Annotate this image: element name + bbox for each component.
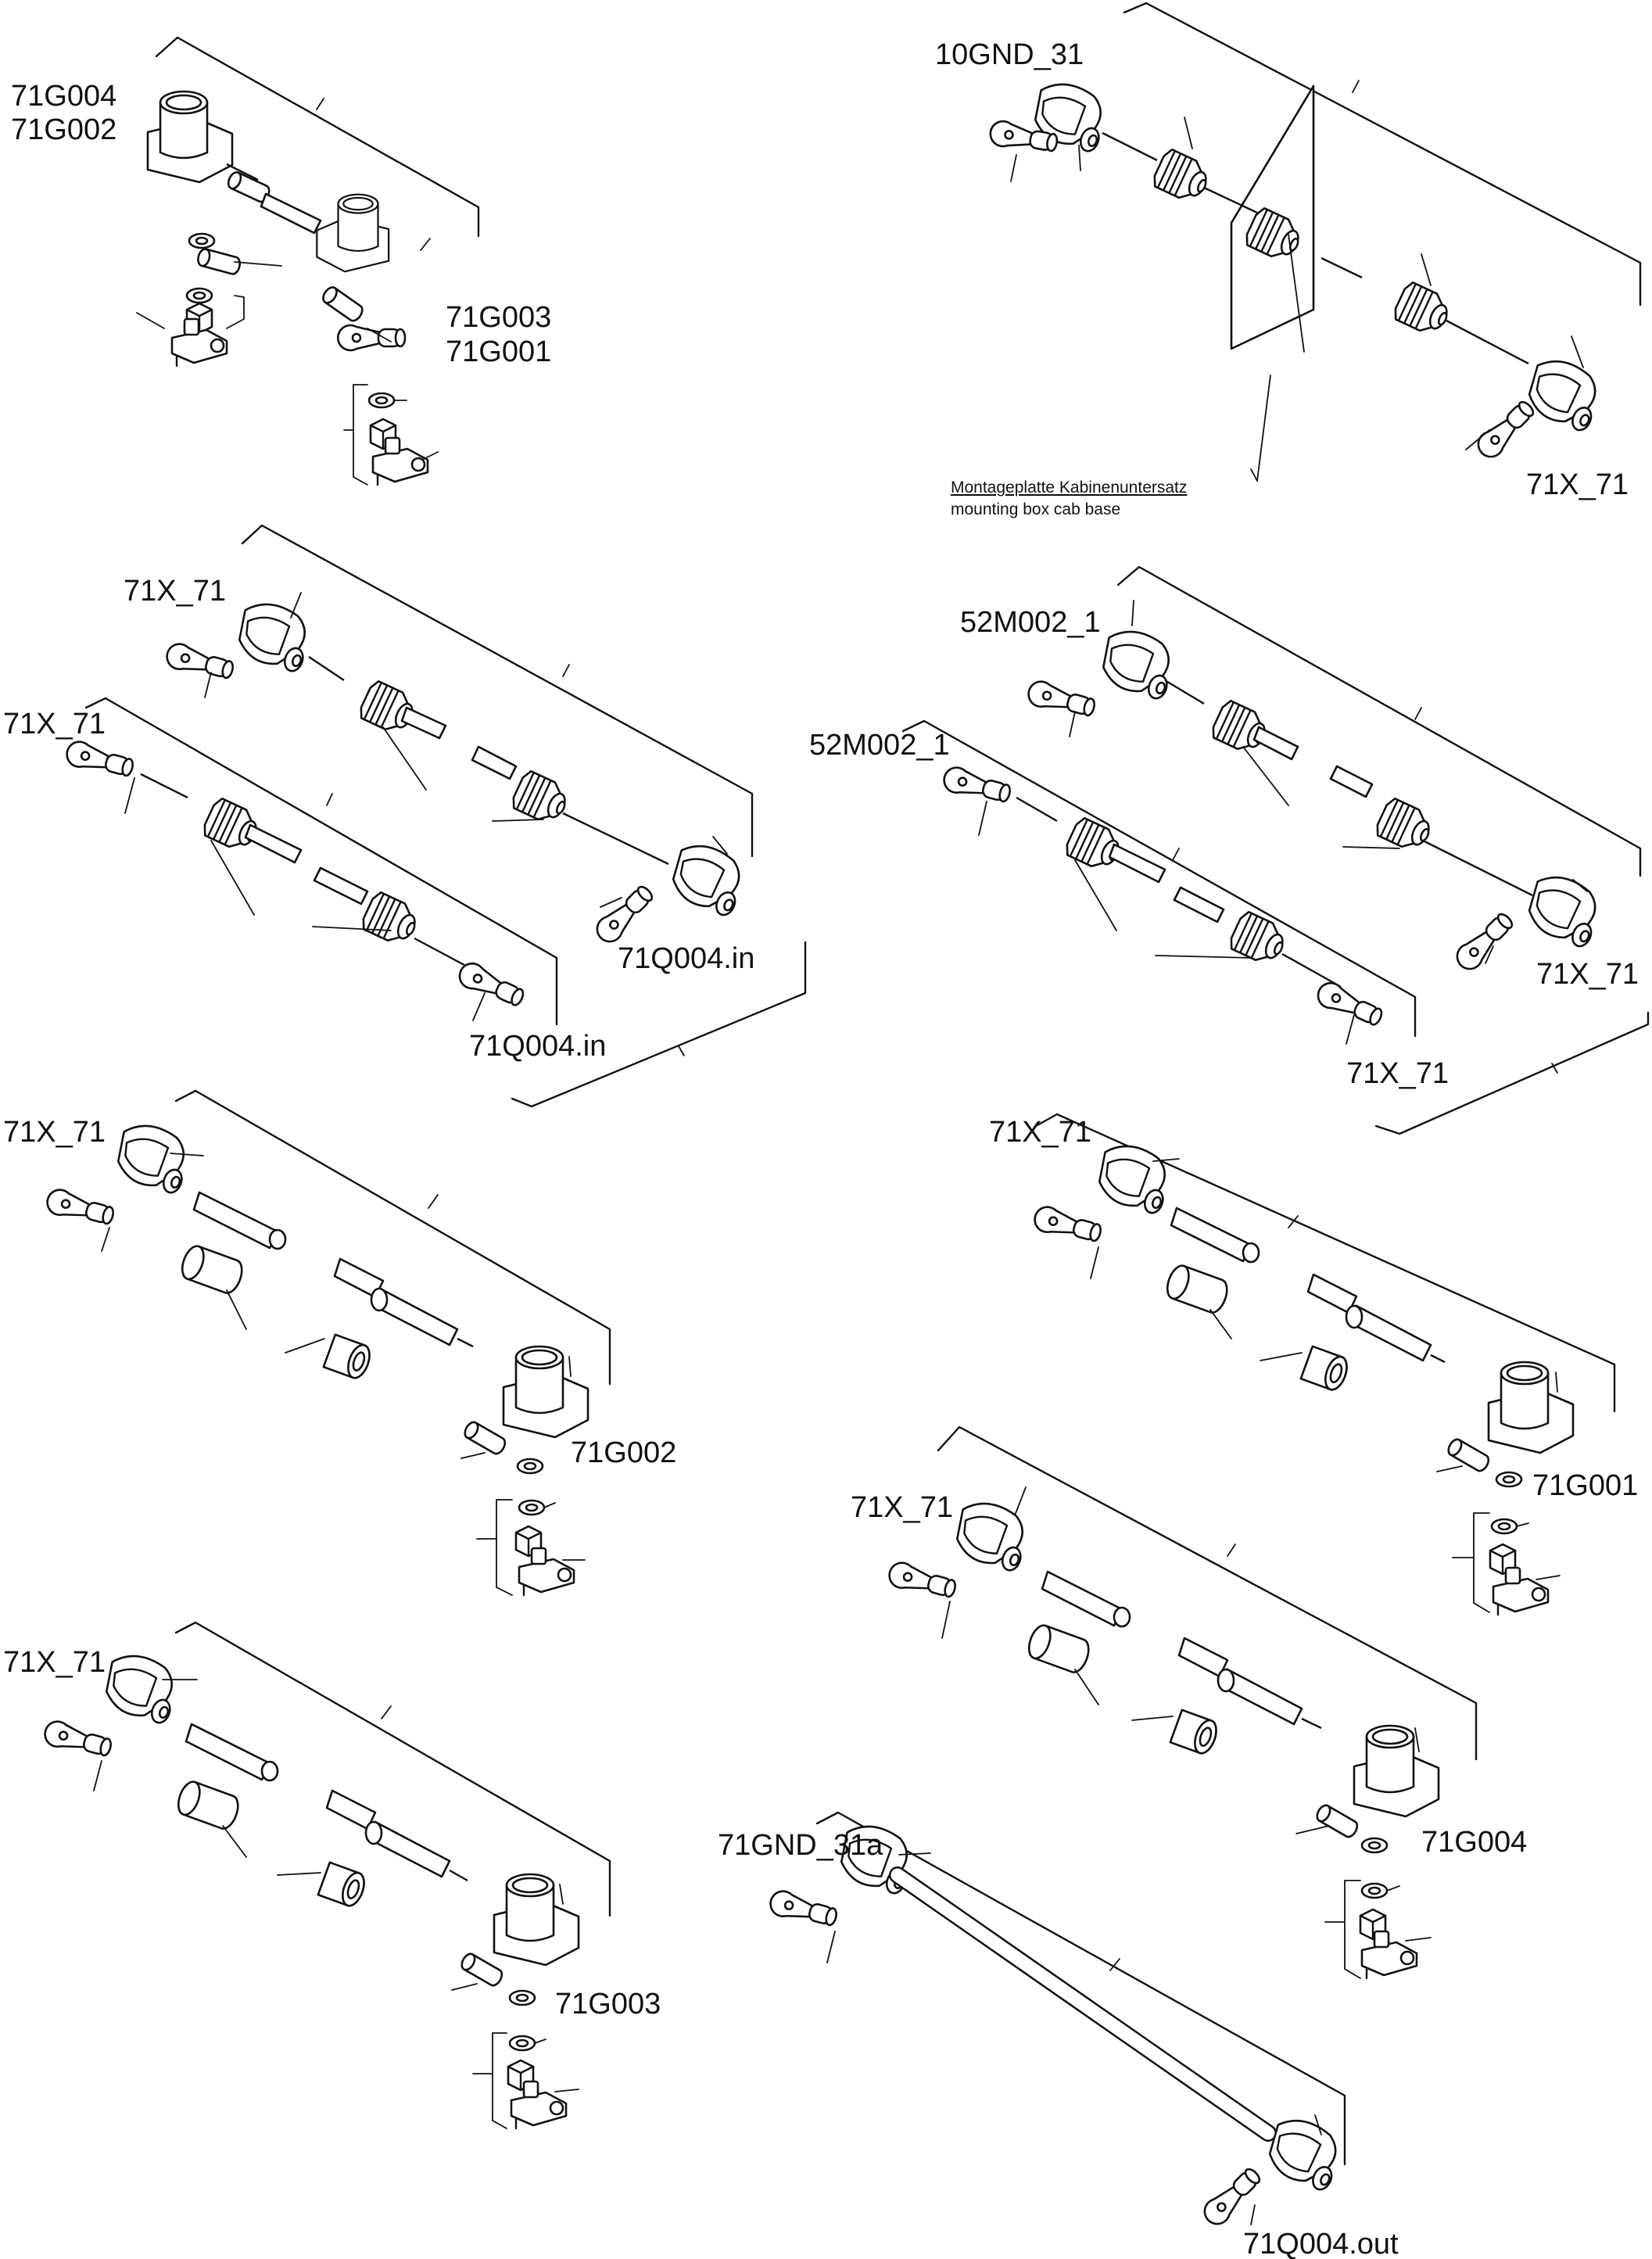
label-71g004-a9: 71G004 <box>1421 1826 1527 1859</box>
assembly-cable-71x71-to-71q004-lower: 71X_71 71Q004.in <box>3 697 606 1063</box>
label-71q004out: 71Q004.out <box>1243 2228 1399 2259</box>
label-71x71-a5: 71X_71 <box>1536 958 1639 991</box>
label-52m002-a5: 52M002_1 <box>960 606 1101 639</box>
label-10gnd31: 10GND_31 <box>935 38 1084 71</box>
label-52m002-a6: 52M002_1 <box>809 729 950 762</box>
assembly-battery-cable-71g004: 71G004 71G002 71G003 71G001 <box>11 36 551 486</box>
label-71g003: 71G003 <box>446 301 551 334</box>
assembly-cable-71x71-to-71g001: 71X_71 71G001 <box>989 1113 1638 1616</box>
assembly-ground-cable-10gnd31: 10GND_31 71X_71 Montageplatte Kabinenunt… <box>935 2 1642 518</box>
label-mounting-plate-de: Montageplatte Kabinenuntersatz <box>951 479 1187 497</box>
assembly-cable-71x71-to-71q004-upper: 71X_71 71Q004.in <box>124 524 807 1108</box>
label-71q004in-a3: 71Q004.in <box>618 942 754 975</box>
assembly-cable-71x71-to-71g002: 71X_71 71G002 <box>3 1089 676 1597</box>
assembly-cable-52m002-lower: 52M002_1 71X_71 <box>809 719 1449 1090</box>
label-71x71-a6: 71X_71 <box>1346 1057 1449 1090</box>
label-71g002-a7: 71G002 <box>571 1436 676 1469</box>
label-71x71-a8: 71X_71 <box>989 1116 1091 1149</box>
assembly-cable-71x71-to-71g004: 71X_71 71G004 <box>851 1425 1527 1980</box>
label-71g001-a8: 71G001 <box>1532 1469 1638 1502</box>
label-71g002: 71G002 <box>11 113 116 146</box>
label-71x71-a2: 71X_71 <box>1526 468 1629 501</box>
label-71x71-a4: 71X_71 <box>3 708 106 740</box>
label-71x71-a10: 71X_71 <box>3 1646 106 1679</box>
label-mounting-plate-en: mounting box cab base <box>951 500 1120 518</box>
assembly-ground-cable-71gnd31a: 71GND_31a 71Q004.out <box>718 1811 1399 2259</box>
label-71x71-a3: 71X_71 <box>124 575 226 608</box>
label-71g003-a10: 71G003 <box>555 1988 661 2021</box>
label-71q004in-a4: 71Q004.in <box>469 1030 606 1063</box>
label-71g001: 71G001 <box>446 335 551 368</box>
assembly-cable-71x71-to-71g003: 71X_71 71G003 <box>3 1621 661 2130</box>
assembly-cable-52m002-upper: 52M002_1 71X_71 <box>960 565 1650 1135</box>
label-71x71-a7: 71X_71 <box>3 1116 106 1149</box>
label-71g004: 71G004 <box>11 80 116 113</box>
label-71x71-a9: 71X_71 <box>851 1491 953 1524</box>
label-71gnd31a: 71GND_31a <box>718 1829 883 1862</box>
